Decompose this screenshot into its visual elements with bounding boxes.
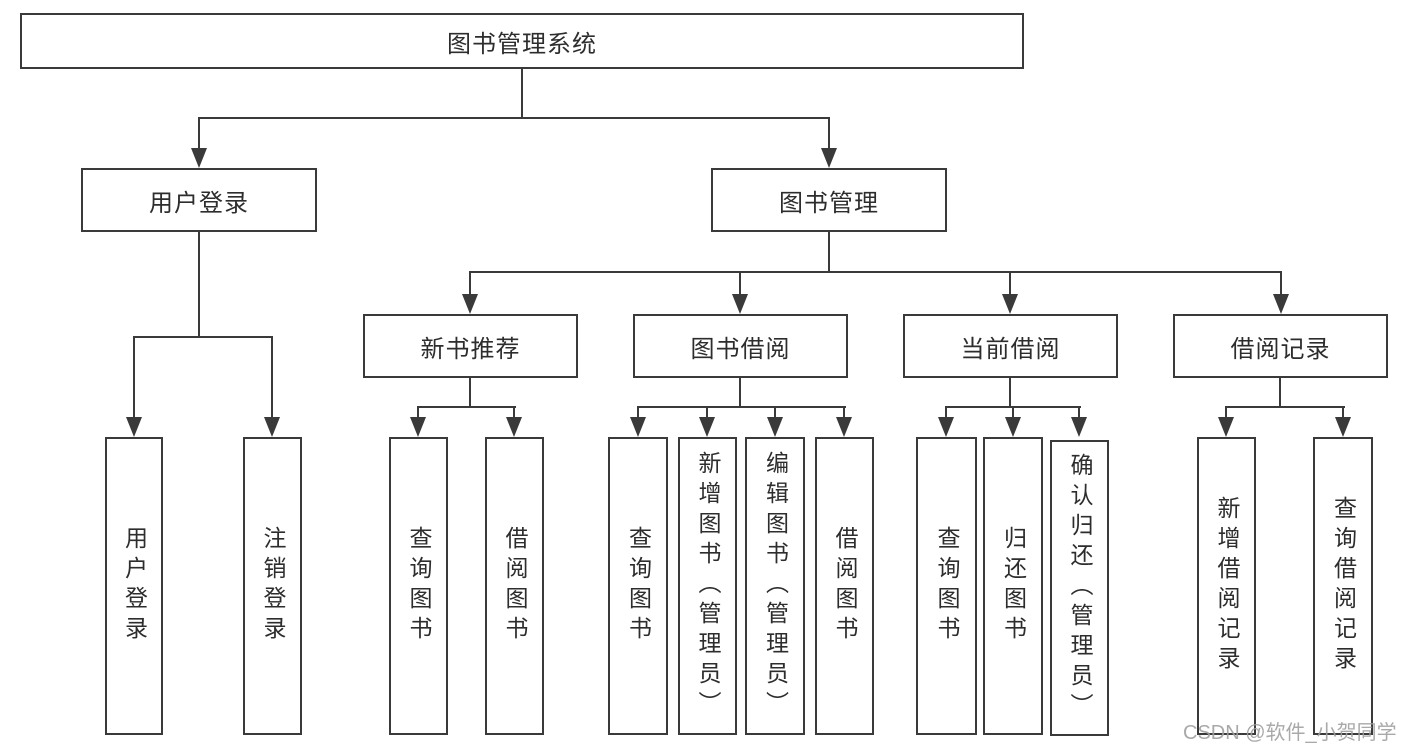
watermark: CSDN @软件_小贺同学 (1183, 722, 1397, 744)
connector-hline (198, 117, 830, 119)
connector-vline (828, 232, 830, 273)
arrow-down-icon (410, 417, 426, 437)
arrow-down-icon (506, 417, 522, 437)
arrow-down-icon (1071, 417, 1087, 437)
connector-vline (513, 406, 515, 420)
leaf-logout-login: 注销登录 (243, 437, 302, 735)
connector-vline (271, 336, 273, 419)
connector-hline (1225, 406, 1345, 408)
node-borrow-record: 借阅记录 (1173, 314, 1388, 378)
arrow-down-icon (630, 417, 646, 437)
arrow-down-icon (836, 417, 852, 437)
arrow-down-icon (264, 417, 280, 437)
arrow-down-icon (767, 417, 783, 437)
leaf-query-borrow-record: 查询借阅记录 (1313, 437, 1373, 735)
node-book-management: 图书管理 (711, 168, 947, 232)
leaf-borrow-books-recommend-label: 借阅图书 (502, 526, 528, 646)
leaf-add-borrow-record: 新增借阅记录 (1197, 437, 1256, 735)
arrow-down-icon (821, 148, 837, 168)
connector-vline (469, 378, 471, 408)
leaf-user-login: 用户登录 (105, 437, 163, 735)
arrow-down-icon (1273, 294, 1289, 314)
node-book-borrow-label: 图书借阅 (690, 335, 791, 363)
connector-vline (706, 406, 708, 420)
connector-vline (637, 406, 639, 420)
connector-vline (774, 406, 776, 420)
connector-vline (945, 406, 947, 420)
leaf-borrow-books-label: 借阅图书 (832, 526, 858, 646)
arrow-down-icon (699, 417, 715, 437)
node-library-system: 图书管理系统 (20, 13, 1024, 69)
leaf-add-borrow-record-label: 新增借阅记录 (1214, 496, 1240, 676)
leaf-query-books-current-label: 查询图书 (934, 526, 960, 646)
arrow-down-icon (1218, 417, 1234, 437)
leaf-query-books-recommend-label: 查询图书 (406, 526, 432, 646)
arrow-down-icon (1005, 417, 1021, 437)
leaf-return-books: 归还图书 (983, 437, 1043, 735)
arrow-down-icon (191, 148, 207, 168)
leaf-borrow-books-recommend: 借阅图书 (485, 437, 544, 735)
arrow-down-icon (462, 294, 478, 314)
connector-vline (133, 336, 135, 419)
connector-hline (637, 406, 846, 408)
leaf-query-books-current: 查询图书 (916, 437, 977, 735)
leaf-add-books-admin: 新增图书（管理员） (678, 437, 737, 735)
connector-vline (1078, 406, 1080, 420)
leaf-logout-login-label: 注销登录 (260, 526, 286, 646)
connector-vline (1009, 378, 1011, 408)
leaf-query-books-borrow-label: 查询图书 (625, 526, 652, 646)
arrow-down-icon (938, 417, 954, 437)
node-library-system-label: 图书管理系统 (447, 30, 597, 58)
node-user-login: 用户登录 (81, 168, 317, 232)
leaf-confirm-return-admin-label: 确认归还（管理员） (1067, 453, 1093, 723)
node-book-management-label: 图书管理 (779, 189, 879, 217)
node-user-login-label: 用户登录 (149, 189, 249, 217)
connector-vline (469, 271, 471, 296)
connector-vline (1280, 271, 1282, 296)
connector-vline (1279, 378, 1281, 408)
connector-vline (1009, 271, 1011, 296)
leaf-query-books-borrow: 查询图书 (608, 437, 668, 735)
leaf-query-borrow-record-label: 查询借阅记录 (1330, 496, 1357, 676)
arrow-down-icon (1002, 294, 1018, 314)
connector-hline (133, 336, 273, 338)
arrow-down-icon (1335, 417, 1351, 437)
connector-hline (417, 406, 516, 408)
node-new-book-recommend: 新书推荐 (363, 314, 578, 378)
leaf-query-books-recommend: 查询图书 (389, 437, 448, 735)
arrow-down-icon (126, 417, 142, 437)
connector-vline (739, 378, 741, 408)
node-borrow-record-label: 借阅记录 (1230, 335, 1331, 363)
connector-vline (843, 406, 845, 420)
node-current-borrow: 当前借阅 (903, 314, 1118, 378)
leaf-borrow-books: 借阅图书 (815, 437, 874, 735)
connector-vline (198, 232, 200, 338)
connector-hline (469, 271, 1282, 273)
leaf-edit-books-admin: 编辑图书（管理员） (745, 437, 805, 735)
connector-vline (739, 271, 741, 296)
leaf-return-books-label: 归还图书 (1000, 526, 1027, 646)
connector-vline (417, 406, 419, 420)
node-current-borrow-label: 当前借阅 (960, 335, 1061, 363)
connector-vline (1012, 406, 1014, 420)
connector-vline (828, 117, 830, 151)
connector-vline (1342, 406, 1344, 420)
leaf-confirm-return-admin: 确认归还（管理员） (1050, 440, 1109, 736)
leaf-add-books-admin-label: 新增图书（管理员） (695, 451, 721, 721)
connector-vline (198, 117, 200, 151)
connector-vline (1225, 406, 1227, 420)
node-book-borrow: 图书借阅 (633, 314, 848, 378)
node-new-book-recommend-label: 新书推荐 (420, 335, 521, 363)
arrow-down-icon (732, 294, 748, 314)
leaf-user-login-label: 用户登录 (121, 526, 148, 646)
leaf-edit-books-admin-label: 编辑图书（管理员） (762, 451, 789, 721)
connector-vline (521, 69, 523, 119)
